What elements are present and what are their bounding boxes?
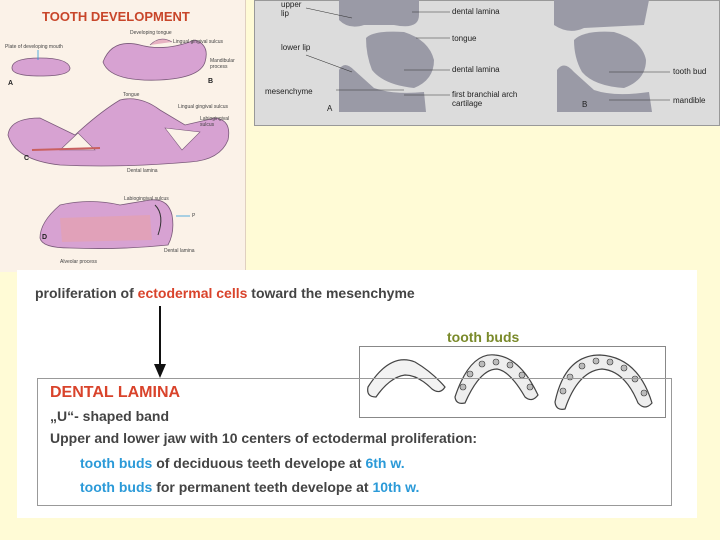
letter-section-b: B bbox=[582, 100, 588, 109]
label-mandibular-process: Mandibular process bbox=[210, 58, 235, 70]
sagittal-section-drawings bbox=[305, 0, 670, 112]
label-mesenchyme: mesenchyme bbox=[265, 87, 313, 96]
section-b-tongue bbox=[574, 31, 646, 88]
section-b-upper bbox=[554, 0, 649, 31]
deciduous-mid: of deciduous teeth develope at bbox=[152, 455, 366, 471]
label-developing-tongue: Developing tongue bbox=[130, 30, 172, 36]
proliferation-heading: proliferation of ectodermal cells toward… bbox=[35, 285, 415, 301]
down-arrow-icon bbox=[154, 306, 166, 378]
label-dental-lamina-top: dental lamina bbox=[452, 7, 500, 16]
letter-section-a: A bbox=[327, 104, 333, 113]
arch-3 bbox=[554, 354, 653, 410]
dental-lamina-title: DENTAL LAMINA bbox=[50, 384, 181, 401]
figure-title: TOOTH DEVELOPMENT bbox=[42, 9, 190, 24]
label-dental-lamina-mid: dental lamina bbox=[452, 65, 500, 74]
section-b-lower bbox=[557, 65, 652, 112]
prolif-text-2: toward the mesenchyme bbox=[247, 285, 415, 301]
deciduous-line: tooth buds of deciduous teeth develope a… bbox=[80, 455, 405, 471]
letter-b: B bbox=[208, 78, 214, 85]
tenth-week: 10th w. bbox=[372, 479, 420, 495]
dental-arch-drawings bbox=[367, 354, 653, 410]
label-tongue-c: Tongue bbox=[123, 92, 140, 98]
tooth-development-drawings bbox=[7, 38, 230, 249]
stage-a-left-shape bbox=[11, 57, 71, 77]
permanent-mid: for permanent teeth develope at bbox=[152, 479, 373, 495]
tooth-buds-term-2: tooth buds bbox=[80, 479, 153, 495]
prolif-text-1: proliferation of bbox=[35, 285, 138, 301]
section-a-tongue bbox=[366, 31, 434, 89]
tooth-buds-term-1: tooth buds bbox=[80, 455, 153, 471]
label-upper-lip: upper lip bbox=[281, 0, 302, 18]
label-dental-lamina-d: Dental lamina bbox=[164, 248, 195, 254]
sixth-week: 6th w. bbox=[365, 455, 405, 471]
label-mandible: mandible bbox=[673, 96, 706, 105]
label-dental-lamina-c: Dental lamina bbox=[127, 168, 158, 174]
arch-2 bbox=[454, 354, 539, 404]
dental-lamina-box bbox=[37, 378, 672, 506]
label-lingual-sulcus-a: Lingual gingival sulcus bbox=[173, 39, 224, 45]
label-labiogingival-d: Labiogingival sulcus bbox=[124, 196, 169, 202]
label-lingual-sulcus-c: Lingual gingival sulcus bbox=[178, 104, 229, 110]
tooth-buds-label: tooth buds bbox=[447, 329, 520, 345]
label-p-d: P bbox=[192, 213, 196, 219]
ten-centers-line: Upper and lower jaw with 10 centers of e… bbox=[50, 430, 478, 446]
arch-1 bbox=[367, 359, 446, 398]
section-a-lower bbox=[339, 65, 426, 112]
u-shaped-band-line: „U“- shaped band bbox=[50, 408, 170, 424]
section-a-upper bbox=[339, 0, 419, 27]
permanent-line: tooth buds for permanent teeth develope … bbox=[80, 479, 419, 495]
label-first-branchial: first branchial arch cartilage bbox=[452, 90, 518, 108]
letter-c: C bbox=[24, 155, 30, 162]
label-plate-mouth: Plate of developing mouth bbox=[5, 44, 63, 50]
label-alveolar-process: Alveolar process bbox=[60, 259, 97, 265]
label-lower-lip: lower lip bbox=[281, 43, 311, 52]
letter-a: A bbox=[8, 80, 14, 87]
tooth-buds-image bbox=[359, 346, 666, 418]
letter-d: D bbox=[42, 234, 48, 241]
label-tongue: tongue bbox=[452, 34, 477, 43]
label-tooth-bud: tooth bud bbox=[673, 67, 707, 76]
stage-a-right-shape bbox=[102, 39, 207, 81]
prolif-text-red: ectodermal cells bbox=[137, 285, 248, 301]
label-labiogingival-c: Labiogingival sulcus bbox=[200, 116, 230, 128]
